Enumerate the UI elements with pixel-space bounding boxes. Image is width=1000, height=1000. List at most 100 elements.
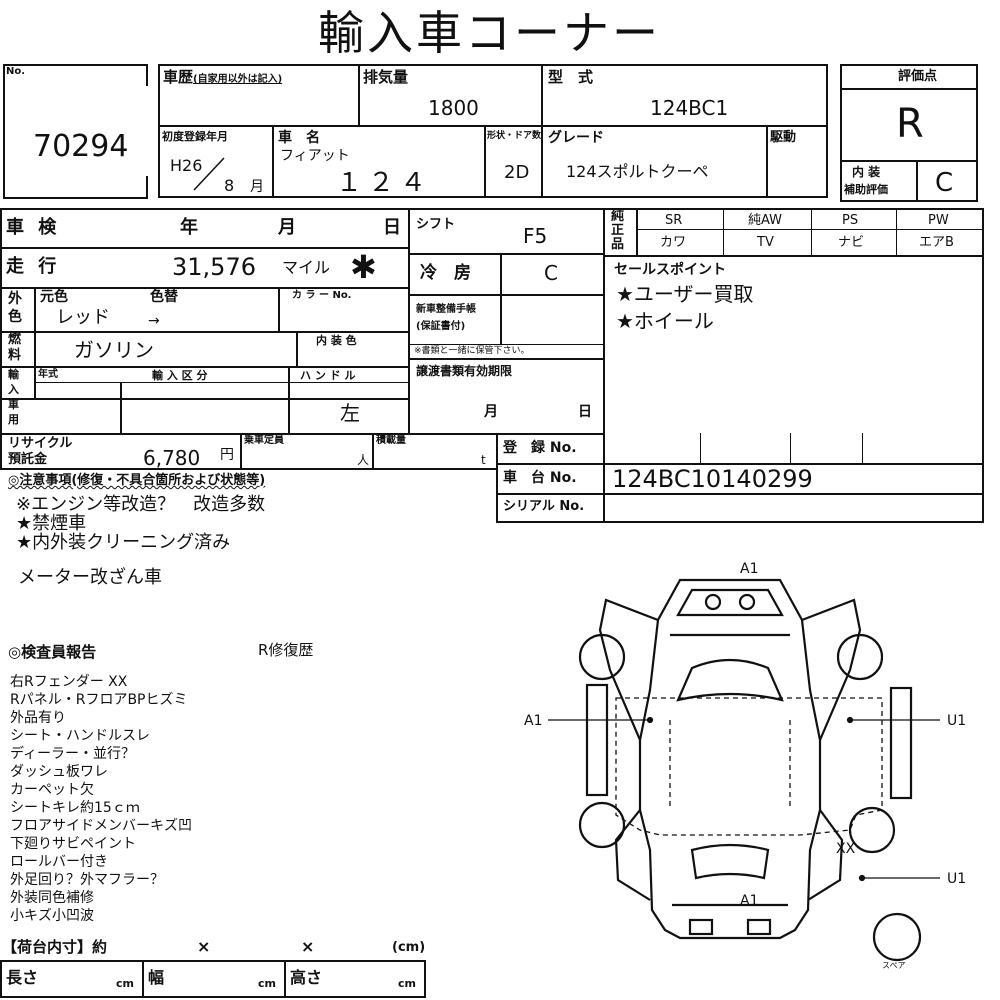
interior-score-value: C: [935, 168, 954, 198]
first-reg-month-unit: 月: [250, 179, 264, 195]
report-line: 右Rフェンダー XX: [10, 674, 128, 690]
model-value: 124BC1: [650, 96, 729, 120]
cargo-width-label: 幅: [148, 968, 165, 987]
body-label: 形状・ドア数: [487, 131, 542, 141]
import-class-label: 輸 入 区 分: [152, 369, 208, 382]
interior-score-label-1: 内 装: [852, 165, 881, 179]
ac-value: C: [544, 261, 558, 285]
score-label: 評価点: [898, 69, 938, 84]
drive-label: 駆動: [770, 130, 797, 145]
report-line: 外装同色補修: [10, 890, 94, 906]
cargo-label: 【荷台内寸】約: [2, 938, 108, 956]
report-line: ダッシュ板ワレ: [10, 764, 108, 780]
shift-label: シフト: [416, 217, 456, 232]
mileage-mark: ✱: [350, 248, 377, 286]
equip-navi: ナビ: [838, 235, 865, 250]
car-maker: フィアット: [280, 148, 350, 164]
equip-tv: TV: [757, 235, 774, 250]
first-reg-label: 初度登録年月: [162, 130, 228, 143]
car-diagram: [548, 578, 940, 962]
cargo-width-unit: cm: [258, 977, 276, 990]
recycle-label-1: リサイクル: [8, 436, 73, 451]
cargo-x1: ×: [197, 937, 211, 956]
equip-pw: PW: [928, 213, 949, 228]
equip-sr: SR: [665, 213, 683, 228]
import-side-2: 入: [8, 383, 19, 396]
color-code-label: カ ラ ー No.: [292, 290, 352, 301]
diagram-u1-right: U1: [947, 713, 967, 729]
inspection-day: 日: [383, 217, 401, 238]
load-label: 積載量: [376, 435, 406, 446]
recycle-value: 6,780: [143, 446, 201, 470]
equip-ps: PS: [842, 213, 859, 228]
notes-line-2: ★禁煙車: [16, 513, 87, 534]
report-line: フロアサイドメンバーキズ凹: [10, 818, 192, 834]
fuel-value: ガソリン: [74, 338, 154, 362]
load-unit: t: [481, 453, 486, 467]
diagram-a1-bottom: A1: [740, 893, 759, 909]
body-value: 2D: [504, 162, 530, 183]
cargo-length-label: 長さ: [6, 968, 39, 987]
sales-point-2: ★ホイール: [616, 309, 714, 333]
ac-label: 冷 房: [420, 263, 471, 283]
serial-label: シリアル No.: [503, 499, 585, 514]
warranty-line-1: 新車整備手帳: [416, 304, 476, 315]
import-side-4: 用: [8, 413, 19, 426]
inspection-year: 年: [180, 217, 198, 238]
no-box: No. 70294: [3, 64, 148, 199]
equip-aw: 純AW: [748, 213, 783, 228]
transfer-month: 月: [484, 404, 498, 420]
color-side-2: 色: [8, 309, 22, 325]
fuel-side-1: 燃: [8, 332, 22, 347]
report-line: カーペット欠: [10, 782, 94, 798]
first-reg-month: 8: [224, 176, 235, 195]
report-line: ロールバー付き: [10, 854, 108, 870]
notes-line-3: ★内外装クリーニング済み: [16, 532, 231, 553]
main-grid: 車 検 年 月 日 走 行 31,576 マイル ✱ 外 色 元色 色替 カ ラ…: [0, 208, 986, 528]
diagram-a1-left: A1: [524, 713, 543, 729]
transfer-day: 日: [578, 404, 592, 420]
transfer-label: 譲渡書類有効期限: [416, 364, 513, 378]
report-heading: ◎検査員報告: [8, 643, 97, 661]
no-value: 70294: [33, 129, 129, 164]
diagram-spare: スペア: [882, 961, 906, 970]
score-value: R: [896, 101, 924, 147]
interior-score-label-2: 補助評価: [844, 183, 888, 196]
grade-value: 124スポルトクーペ: [566, 162, 709, 181]
report-line: シートキレ約15ｃｍ: [10, 800, 140, 816]
recycle-unit: 円: [220, 447, 234, 463]
cargo-height-label: 高さ: [290, 968, 323, 987]
cargo-x2: ×: [301, 937, 315, 956]
cargo-unit: (cm): [392, 940, 426, 955]
report-line: 小キズ小凹波: [10, 908, 94, 924]
color-arrow: →: [148, 313, 160, 329]
interior-color-label: 内 装 色: [316, 334, 357, 347]
inspection-label: 車 検: [6, 217, 61, 238]
notes-extra: メーター改ざん車: [18, 567, 162, 588]
import-year-label: 年式: [38, 369, 58, 380]
equip-leather: カワ: [660, 235, 687, 250]
sales-point-1: ★ユーザー買取: [616, 282, 754, 306]
mileage-value: 31,576: [172, 253, 256, 281]
warranty-line-2: (保証書付): [416, 321, 466, 332]
report-repair: R修復歴: [258, 641, 314, 659]
report-line: Rパネル・RフロアBPヒズミ: [10, 692, 188, 708]
report-line: 外足回り？外マフラー？: [10, 872, 164, 888]
sales-label: セールスポイント: [614, 262, 726, 278]
equipment-label-1: 純: [611, 209, 625, 224]
no-label: No.: [6, 66, 26, 77]
displacement-label: 排気量: [363, 68, 409, 86]
capacity-label: 乗車定員: [244, 435, 284, 446]
cargo-height-unit: cm: [398, 977, 416, 990]
first-reg-year: H26: [170, 156, 203, 175]
slash-mark: [193, 157, 225, 191]
inspection-month: 月: [278, 217, 296, 238]
equipment-label-2: 正: [611, 223, 625, 238]
model-label: 型 式: [548, 68, 594, 86]
cargo-table: 長さ cm 幅 cm 高さ cm: [0, 960, 428, 1000]
change-color-label: 色替: [150, 289, 178, 305]
diagram-u1-lower: U1: [947, 871, 967, 887]
mileage-unit: マイル: [282, 258, 331, 277]
cargo-length-unit: cm: [116, 977, 134, 990]
page-title: 輸入車コーナー: [318, 6, 661, 60]
